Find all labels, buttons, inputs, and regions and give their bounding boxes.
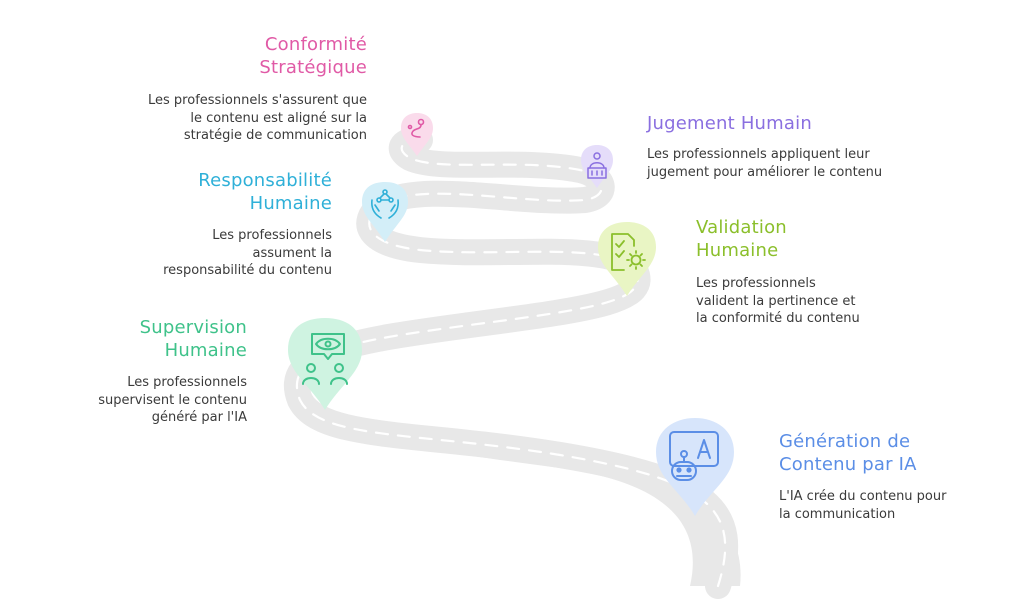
step-desc-responsabilite: Les professionnels assument la responsab… xyxy=(163,227,332,280)
step-desc-supervision: Les professionnels supervisent le conten… xyxy=(98,374,247,427)
road-base-flare xyxy=(296,395,741,586)
step-desc-line: responsabilité du contenu xyxy=(163,263,332,278)
step-title-line: Humaine xyxy=(249,193,332,214)
step-title-line: Contenu par IA xyxy=(779,454,917,475)
hands-network-icon xyxy=(371,189,399,219)
step-desc-line: le contenu est aligné sur la xyxy=(190,110,367,126)
person-scale-icon xyxy=(587,152,607,179)
ai-robot-icon xyxy=(669,431,719,481)
step-desc-line: Les professionnels appliquent leur xyxy=(647,147,870,162)
step-title-generation: Génération de Contenu par IA xyxy=(779,430,917,476)
step-title-line: Humaine xyxy=(164,340,247,361)
step-desc-line: Les professionnels xyxy=(127,375,247,390)
step-desc-validation: Les professionnels valident la pertinenc… xyxy=(696,275,860,328)
step-desc-line: L'IA crée du contenu pour xyxy=(779,489,947,504)
step-desc-generation: L'IA crée du contenu pour la communicati… xyxy=(779,488,946,523)
road-surface xyxy=(284,127,739,599)
eye-people-icon xyxy=(302,333,348,385)
step-title-supervision: Supervision Humaine xyxy=(140,316,247,362)
step-title-responsabilite: Responsabilité Humaine xyxy=(198,169,332,215)
step-desc-line: stratégie de communication xyxy=(183,128,367,143)
step-title-line: Stratégique xyxy=(259,57,367,78)
pin-validation xyxy=(598,222,656,296)
pin-supervision xyxy=(288,318,362,410)
step-desc-line: la conformité du contenu xyxy=(696,311,860,326)
step-desc-line: la communication xyxy=(779,506,896,522)
pin-conformite xyxy=(401,113,433,156)
step-desc-line: généré par l'IA xyxy=(151,410,247,425)
route-pin-icon xyxy=(407,118,425,138)
pin-generation xyxy=(656,418,734,516)
step-desc-conformite: Les professionnels s'assurent que le con… xyxy=(148,92,367,145)
step-title-jugement: Jugement Humain xyxy=(647,112,812,135)
step-desc-line: Les professionnels s'assurent que xyxy=(148,93,367,108)
step-desc-line: assument la xyxy=(252,245,332,261)
step-title-validation: Validation Humaine xyxy=(696,216,787,262)
road-center-line xyxy=(295,138,727,588)
step-desc-line: Les professionnels xyxy=(212,228,332,243)
step-title-line: Validation xyxy=(696,217,787,238)
step-title-line: Génération de xyxy=(779,431,911,452)
step-desc-line: Les professionnels xyxy=(696,276,816,291)
step-desc-line: supervisent le contenu xyxy=(98,392,247,408)
step-title-line: Conformité xyxy=(264,34,367,55)
step-desc-line: valident la pertinence et xyxy=(696,293,856,309)
pin-jugement xyxy=(581,145,613,188)
pin-responsabilite xyxy=(362,182,408,242)
checklist-gear-icon xyxy=(611,233,646,271)
step-title-line: Jugement Humain xyxy=(647,113,812,134)
step-desc-line: jugement pour améliorer le contenu xyxy=(647,164,883,180)
step-title-line: Supervision xyxy=(139,317,247,338)
step-desc-jugement: Les professionnels appliquent leur jugem… xyxy=(647,146,882,181)
step-title-conformite: Conformité Stratégique xyxy=(259,33,367,79)
step-title-line: Humaine xyxy=(696,240,779,261)
step-title-line: Responsabilité xyxy=(198,170,332,191)
